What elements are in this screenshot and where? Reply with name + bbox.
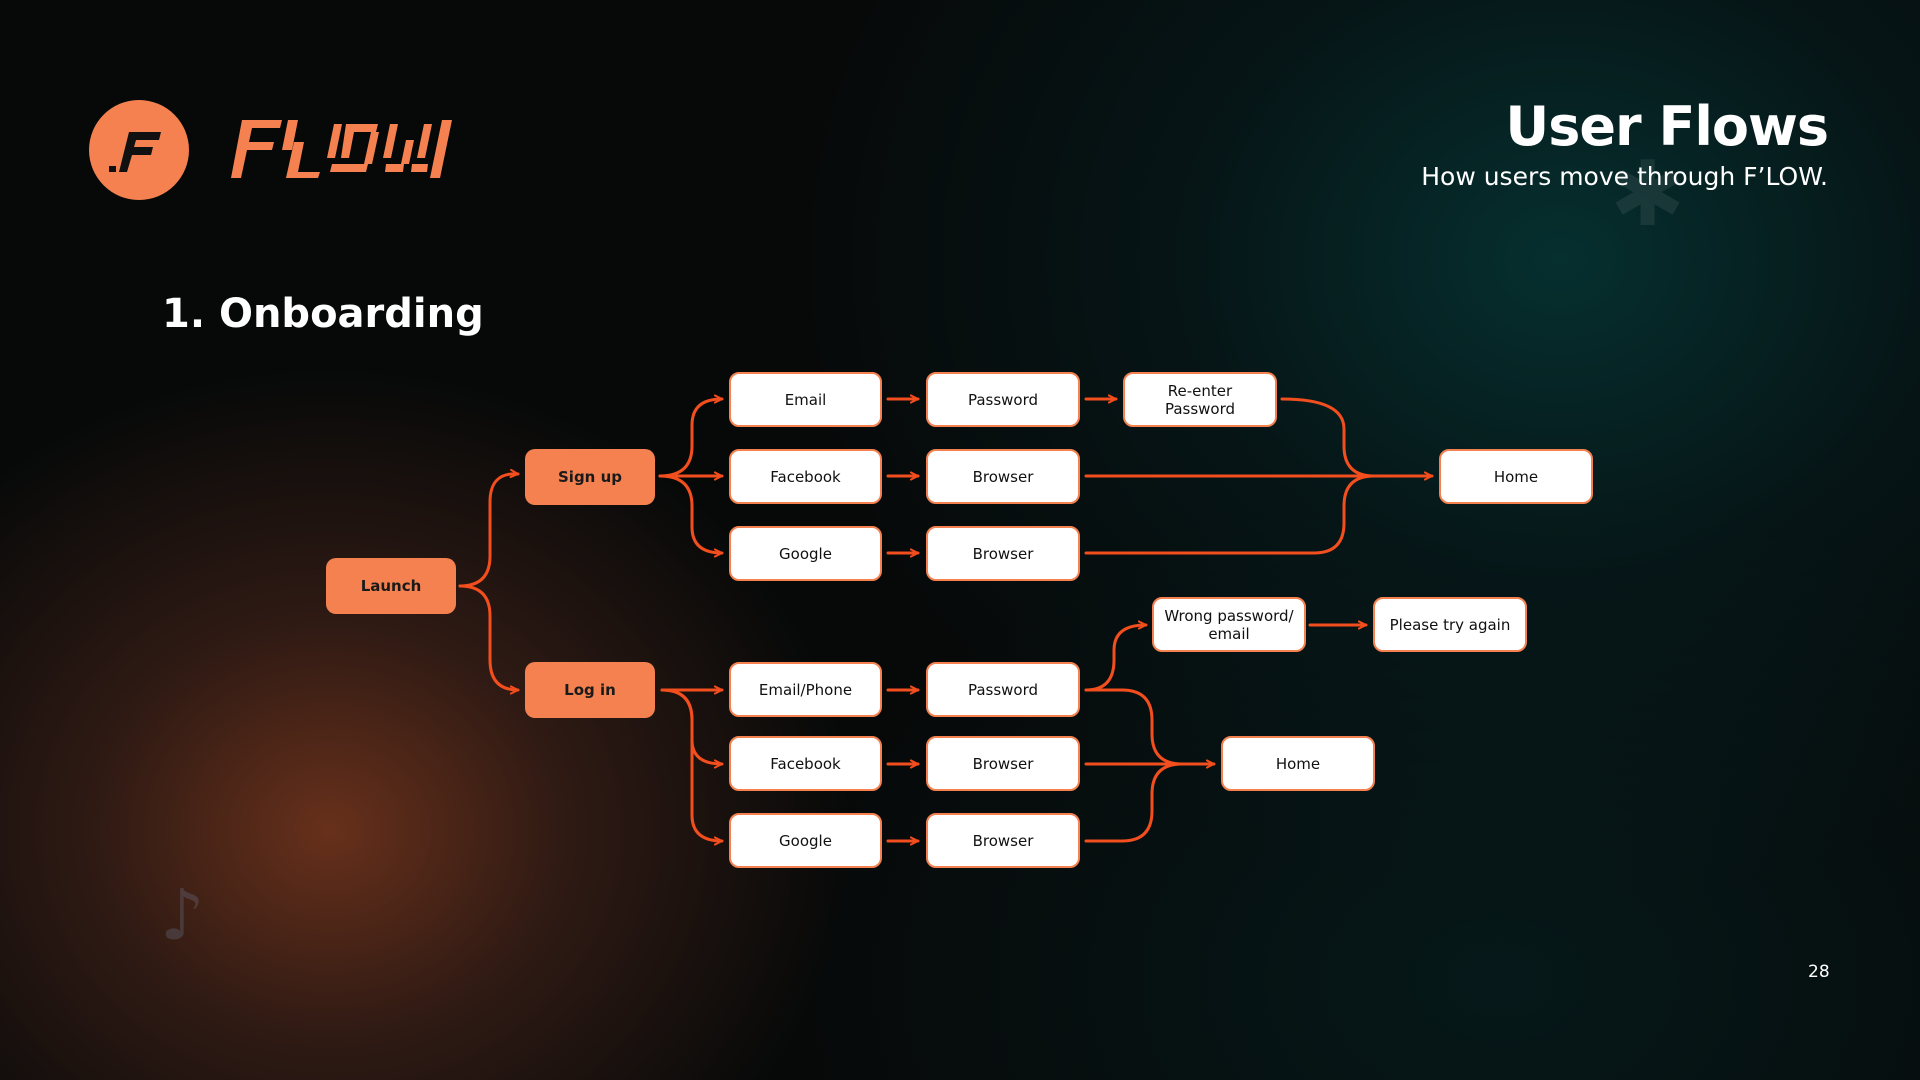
connector-login-google	[660, 688, 724, 841]
node-signup-password: Password	[926, 372, 1080, 427]
node-login-password: Password	[926, 662, 1080, 717]
connector-browser2-home	[1084, 474, 1376, 555]
decorative-music-note-icon: ♪	[160, 874, 205, 956]
node-login-browser-facebook: Browser	[926, 736, 1080, 791]
node-signup-google: Google	[729, 526, 882, 581]
page-number: 28	[1808, 962, 1830, 982]
decorative-star-icon: ✱	[1610, 142, 1686, 247]
flow-wordmark-logo	[231, 120, 452, 178]
node-signup-facebook: Facebook	[729, 449, 882, 504]
connector-signup-google	[658, 474, 724, 553]
node-signup-browser-google: Browser	[926, 526, 1080, 581]
page-title: User Flows	[1505, 95, 1829, 158]
node-login-facebook: Facebook	[729, 736, 882, 791]
node-login-browser-google: Browser	[926, 813, 1080, 868]
connector-launch-signup	[458, 474, 520, 588]
page-subtitle: How users move through F’LOW.	[1421, 162, 1828, 191]
node-signup-reenter-password: Re-enter Password	[1123, 372, 1277, 427]
node-signup-browser-facebook: Browser	[926, 449, 1080, 504]
node-signup-email: Email	[729, 372, 882, 427]
node-launch: Launch	[326, 558, 456, 614]
node-login-email-phone: Email/Phone	[729, 662, 882, 717]
section-title: 1. Onboarding	[162, 291, 484, 337]
node-log-in: Log in	[525, 662, 655, 718]
connector-signup-email	[658, 399, 724, 478]
node-sign-up: Sign up	[525, 449, 655, 505]
connector-password-wrong	[1084, 625, 1148, 692]
node-signup-home: Home	[1439, 449, 1593, 504]
logo-mark	[89, 100, 189, 200]
node-login-google: Google	[729, 813, 882, 868]
connector-launch-login	[458, 584, 520, 690]
connector-browser2-home-login	[1084, 762, 1184, 843]
logo-f-icon	[109, 132, 161, 172]
node-login-home: Home	[1221, 736, 1375, 791]
node-login-please-try-again: Please try again	[1373, 597, 1527, 652]
node-login-wrong-password: Wrong password/ email	[1152, 597, 1306, 652]
connector-reenter-home	[1280, 397, 1376, 478]
connector-password-home	[1084, 688, 1184, 766]
